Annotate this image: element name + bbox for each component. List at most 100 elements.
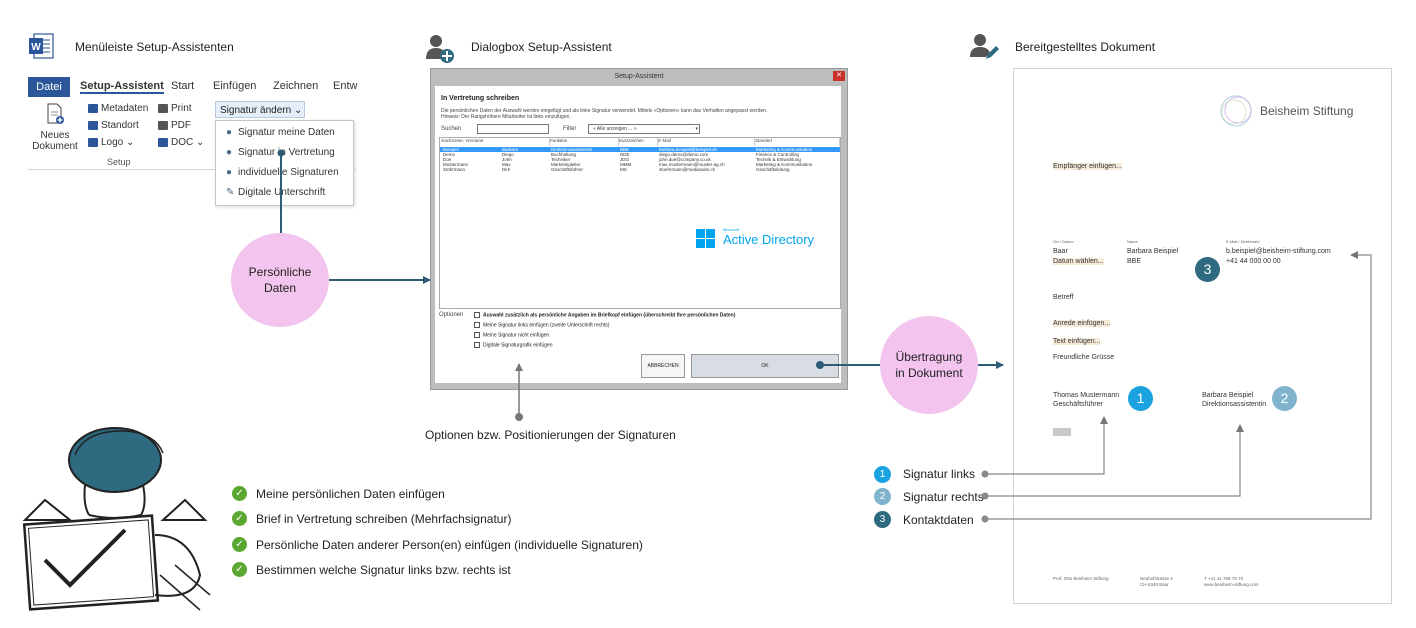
pdf-button[interactable]: PDF [158,120,191,131]
table-cell: diego.demo@demo.com [659,152,709,157]
menu-item-individuelle-signaturen[interactable]: ●individuelle Signaturen [226,167,339,178]
doc-icon [158,137,168,147]
ok-button[interactable]: OK [691,354,839,378]
option-digitale-signaturgrafik[interactable]: Digitale Signaturgrafik einfügen [474,342,553,348]
sender-email: b.beispiel@beisheim-stiftung.com [1226,248,1331,255]
table-cell: Marketing & Kommunikation [756,162,813,167]
footer-web: www.beisheim-stiftung.com [1204,582,1259,587]
tab-setup-assistent[interactable]: Setup-Assistent [80,80,164,94]
option-auswahl-zusaetzlich[interactable]: Auswahl zusätzlich als persönliche Angab… [474,312,735,318]
column-header: Kurzzeichen [619,138,658,146]
standort-label: Standort [101,120,139,131]
legend-signatur-links: Signatur links [903,467,976,481]
table-cell: Demo [443,152,456,157]
logo-icon [88,137,98,147]
doc-button[interactable]: DOC ⌄ [158,137,204,148]
signature-left-name: Thomas Mustermann [1053,392,1120,399]
signatur-dropdown-menu: ●Signatur meine Daten ● Signatur in Vertr… [215,120,354,206]
table-row[interactable]: Demo Diego Buchhaltung DDE diego.demo@de… [440,152,840,157]
menu-item-label: Signatur in Vertretung [238,147,335,158]
text-placeholder[interactable]: Text einfügen... [1053,338,1101,345]
document-section-title: Bereitgestelltes Dokument [1015,40,1156,54]
table-cell: Techniker [551,157,571,162]
new-document-icon [47,103,64,124]
table-cell: MS [620,167,627,172]
checklist-item: Bestimmen welche Signatur links bzw. rec… [256,563,511,577]
person-with-checkbox-illustration [15,425,215,620]
new-document-button[interactable]: Neues Dokument [30,103,80,153]
print-button[interactable]: Print [158,103,192,114]
footer-address-1: Neuhofstrasse 4 [1140,576,1173,581]
tab-start[interactable]: Start [171,80,195,92]
table-cell: Marketingleiter [551,162,581,167]
windows-logo-icon [696,229,716,249]
table-row[interactable]: Mustermann Max Marketingleiter MMM max.m… [440,162,840,167]
tab-datei[interactable]: Datei [28,77,70,97]
print-label: Print [171,103,192,114]
table-cell: Doe [443,157,452,162]
signature-right-role: Direktionsassistentin [1202,401,1267,408]
logo-text: Beisheim Stiftung [1260,104,1354,118]
cancel-label: ABBRECHEN [647,363,679,369]
signature-graphic-placeholder [1053,428,1071,436]
date-placeholder[interactable]: Datum wählen... [1053,258,1104,265]
person-pen-icon: ● [226,147,233,158]
menu-item-signatur-meine-daten[interactable]: ●Signatur meine Daten [226,127,335,138]
search-input[interactable] [477,124,549,134]
logo-button[interactable]: Logo ⌄ [88,137,134,148]
option-label: Digitale Signaturgrafik einfügen [483,342,553,349]
sender-short: BBE [1127,258,1142,265]
option-signatur-nicht-einfuegen[interactable]: Meine Signatur nicht einfügen [474,332,549,338]
table-row[interactable]: Beispiel Barbara Direktionsassistentin B… [440,147,840,152]
signatur-aendern-label: Signatur ändern ⌄ [220,105,303,116]
table-cell: Diego [502,152,514,157]
menu-item-label: individuelle Signaturen [238,167,339,178]
active-directory-label: Active Directory [723,232,815,247]
bubble-transfer-line2: in Dokument [895,366,963,380]
ribbon-section-title: Menüleiste Setup-Assistenten [75,40,234,54]
sender-name: Barbara Beispiel [1127,248,1179,255]
printer-icon [158,103,168,113]
signatur-aendern-dropdown[interactable]: Signatur ändern ⌄ [215,101,305,118]
location-icon [88,120,98,130]
table-cell: stoehrmann@mediasuite.ch [659,167,716,172]
option-label: Meine Signatur nicht einfügen [483,332,550,339]
legend-kontaktdaten: Kontaktdaten [903,513,974,527]
standort-button[interactable]: Standort [88,120,139,131]
table-cell: Finance & Controlling [756,152,800,157]
check-icon: ✓ [232,511,247,526]
table-cell: Beispiel [443,147,459,152]
table-row[interactable]: Doe John Techniker JDO john.doe@company.… [440,157,840,162]
menu-item-signatur-vertretung[interactable]: ● Signatur in Vertretung [226,147,335,158]
place: Baar [1053,248,1068,255]
badge-3-kontaktdaten: 3 [1195,257,1220,282]
recipient-placeholder[interactable]: Empfänger einfügen... [1053,163,1122,170]
ok-label: OK [761,363,769,369]
tab-einfuegen[interactable]: Einfügen [213,80,257,92]
salutation-placeholder[interactable]: Anrede einfügen... [1053,320,1111,327]
footer-phone: T +41 41 768 76 70 [1204,576,1244,581]
table-cell: Direktionsassistentin [551,147,593,152]
tab-entwicklertools[interactable]: Entw [333,80,358,92]
legend-number-2: 2 [874,488,891,505]
dialog-intro-1: Die persönlichen Daten der Auswahl werde… [441,108,768,114]
footer-foundation: Prof. Otto Beisheim Stiftung [1053,576,1109,581]
cancel-button[interactable]: ABBRECHEN [641,354,685,378]
tab-zeichnen[interactable]: Zeichnen [273,80,319,92]
option-signatur-links[interactable]: Meine Signatur links einfügen (zweite Un… [474,322,609,328]
filter-value: « Alle anzeigen ... » [593,126,637,132]
badge-2-signatur-rechts: 2 [1272,386,1297,411]
connector-dot [277,149,285,157]
check-icon: ✓ [232,537,247,552]
metadaten-button[interactable]: Metadaten [88,103,148,114]
close-icon[interactable]: ✕ [833,71,845,81]
signature-left-role: Geschäftsführer [1053,401,1103,408]
table-cell: BBE [620,147,630,152]
table-cell: Barbara [502,147,519,152]
connector-legend-1 [985,416,1108,475]
filter-select[interactable]: « Alle anzeigen ... » ▾ [588,124,700,134]
table-row[interactable]: Stöhrmann Dirk Geschäftsführer MS stoehr… [440,167,840,172]
legend-number-3: 3 [874,511,891,528]
legend-number-1: 1 [874,466,891,483]
bubble-transfer-line1: Übertragung [895,350,963,364]
